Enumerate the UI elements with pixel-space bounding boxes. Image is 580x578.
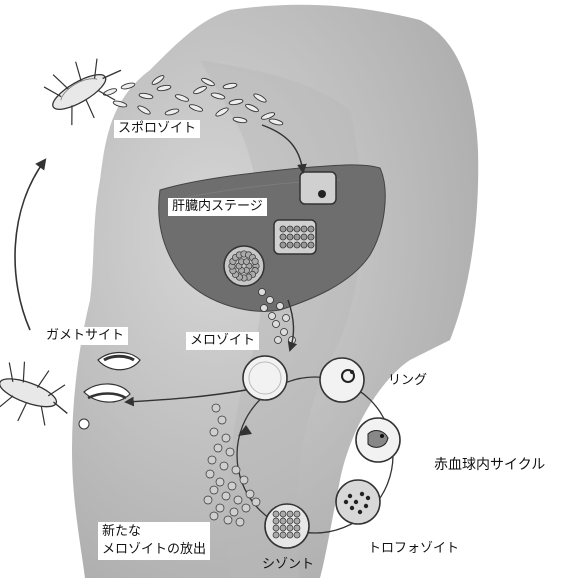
label-rbc-cycle: 赤血球内サイクル — [430, 456, 549, 474]
label-ring: リング — [384, 372, 431, 390]
rbc-trophozoite — [356, 418, 400, 462]
label-new-merozoite-release: 新たな メロゾイトの放出 — [98, 522, 210, 560]
label-sporozoite: スポロゾイト — [114, 120, 200, 138]
rbc-schizont — [265, 504, 309, 548]
rbc-ring — [320, 358, 364, 402]
label-liver-stage: 肝臓内ステージ — [168, 198, 267, 216]
liver-cell-infected — [300, 172, 336, 204]
label-new-merozoite-line1: 新たな — [102, 523, 206, 541]
mosquito-icon — [0, 356, 79, 436]
arrow-gametocyte-to-mosquito — [15, 160, 45, 330]
rbc-late-trophozoite — [336, 480, 380, 524]
label-schizont: シゾント — [258, 556, 318, 574]
label-new-merozoite-line2: メロゾイトの放出 — [102, 541, 206, 559]
liver-schizont — [224, 246, 264, 286]
label-merozoite: メロゾイト — [186, 332, 259, 350]
label-gametocyte: ガメトサイト — [42, 327, 128, 345]
liver-cell-dividing — [274, 220, 316, 254]
rbc-uninfected — [243, 356, 287, 400]
label-trophozoite: トロフォゾイト — [364, 540, 463, 558]
